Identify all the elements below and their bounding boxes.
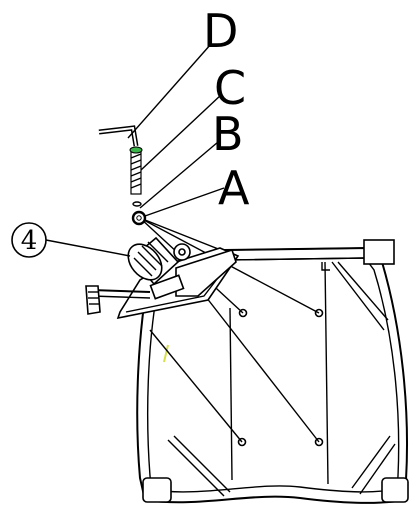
frame-corner-front-left [142,477,172,503]
screw-holes [237,308,324,447]
callout-4-label: 4 [21,226,38,256]
leader-lines [45,43,225,257]
frame-corner-front-right [381,477,409,503]
seat-frame [136,239,409,504]
label-b: B [212,107,244,161]
frame-highlight [163,344,169,363]
label-d: D [203,4,238,58]
callout-4: 4 [11,222,47,258]
label-a: A [218,161,250,215]
adjustment-lever-icon [85,285,151,315]
small-washer-icon [132,201,142,207]
label-c: C [214,61,246,115]
frame-corner-block [363,239,395,265]
coil-spring-icon [129,146,143,195]
washer-ring-icon [131,210,147,226]
l-shaped-allen-key-icon [98,125,139,147]
tilt-mechanism-icon [116,236,240,320]
